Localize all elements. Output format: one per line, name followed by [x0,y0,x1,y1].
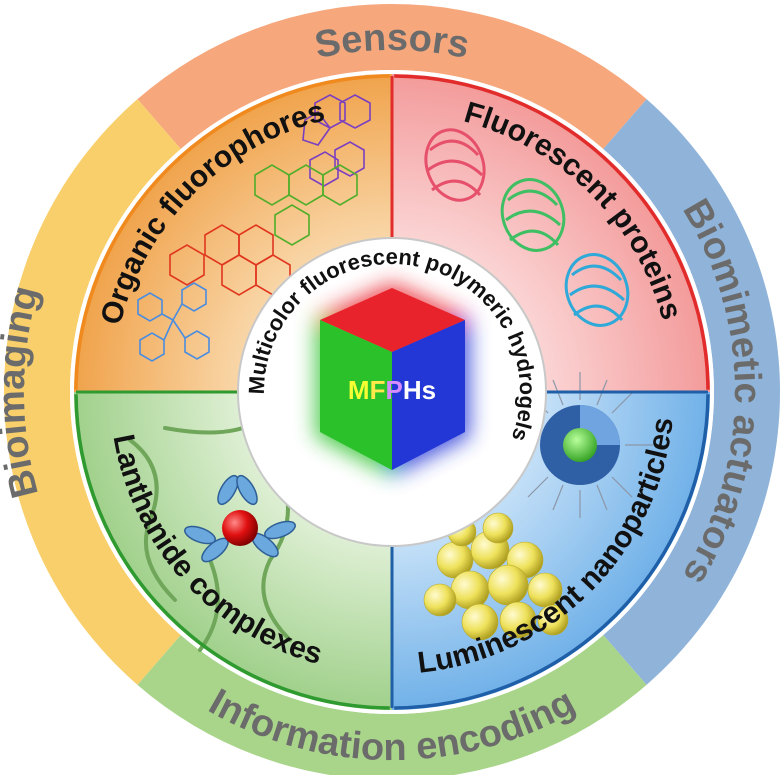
nanoparticle-core-shell-icon [507,372,653,518]
nanoparticle-cluster-icon [423,512,569,641]
rgb-cube-icon: MFPHs [315,282,470,477]
illustrations [128,94,653,652]
lanthanide-complex-icon [128,410,352,652]
sensors-segment [137,3,647,149]
biomimetic-actuators-segment [603,99,780,685]
bioimaging-segment [3,99,181,685]
information-encoding-segment [137,635,647,775]
cube-label: MFPHs [348,375,436,405]
quadrant-borders [74,74,710,710]
protein-structures-icon [424,128,630,327]
